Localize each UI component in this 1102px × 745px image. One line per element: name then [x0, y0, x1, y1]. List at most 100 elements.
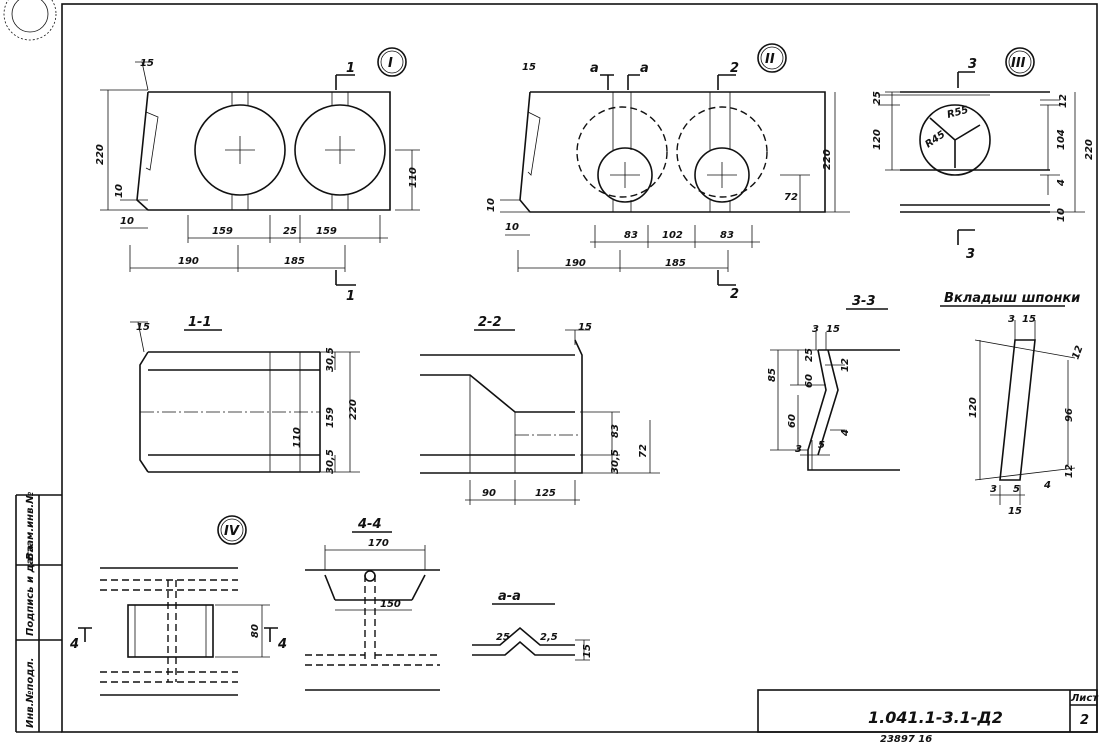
insert-d4: 4 — [1043, 480, 1051, 491]
section-4-4-title: 4-4 — [357, 517, 382, 532]
insert-d120: 120 — [968, 397, 979, 418]
section-3-3-d25: 25 — [804, 348, 815, 362]
view-II-d10a: 10 — [486, 198, 497, 212]
side-table-col1: Инв.№подл. — [25, 658, 36, 728]
view-III-badge — [1005, 47, 1035, 77]
insert-d12a: 12 — [1070, 344, 1085, 361]
view-III-hole — [919, 104, 991, 176]
view-I-h110: 110 — [408, 167, 419, 188]
title-block-footer: 23897 16 — [880, 734, 932, 745]
view-II-h220: 220 — [822, 149, 833, 170]
view-I-w190: 190 — [178, 256, 199, 267]
view-I-cut-bottom: 1 — [346, 289, 355, 304]
view-I-d10b: 10 — [120, 216, 134, 227]
side-table-col2: Подпись и дата — [25, 545, 36, 636]
view-I-w25: 25 — [283, 226, 297, 237]
view-II-w102: 102 — [662, 230, 683, 241]
side-table-col3: Взам.инв.№ — [25, 492, 36, 560]
title-block-code: 1.041.1-3.1-Д2 — [868, 708, 1003, 727]
insert-d12b: 12 — [1064, 464, 1075, 478]
section-2-2-w125: 125 — [535, 488, 556, 499]
section-4-4-d150: 150 — [380, 599, 401, 610]
sheet-frame — [61, 3, 1098, 733]
section-1-1-d110: 110 — [292, 427, 303, 448]
view-I-roman: I — [388, 56, 393, 71]
view-III-h120: 120 — [872, 129, 883, 150]
section-1-1-h220: 220 — [348, 399, 359, 420]
view-III: III 3 3 25 120 R55 R45 12 104 4 10 220 — [872, 47, 1095, 262]
section-2-2-title: 2-2 — [478, 315, 502, 330]
view-II-w83a: 83 — [624, 230, 638, 241]
view-I-h220: 220 — [95, 144, 106, 165]
section-a-a-d15: 15 — [582, 644, 593, 658]
view-III-d104: 104 — [1056, 129, 1067, 150]
view-II: II a a 2 2 15 10 10 83 102 83 190 185 72… — [486, 43, 850, 302]
section-3-3-d3b: 3 — [795, 444, 802, 455]
title-block: 1.041.1-3.1-Д2 Лист 2 23897 16 — [757, 689, 1099, 745]
section-a-a-d25a: 25 — [496, 632, 510, 643]
insert-d3: 3 — [1008, 314, 1015, 325]
section-2-2-d305: 30,5 — [610, 449, 621, 474]
section-1-1: 1-1 15 30,5 159 110 30,5 220 — [130, 315, 360, 474]
section-3-3-d85: 85 — [767, 368, 778, 382]
view-I-w185: 185 — [284, 256, 305, 267]
section-1-1-title: 1-1 — [188, 315, 212, 330]
insert-d15: 15 — [1022, 314, 1036, 325]
section-4-4-d170: 170 — [368, 538, 389, 549]
view-I-badge — [377, 47, 407, 77]
section-3-3-d3: 3 — [812, 324, 819, 335]
section-3-3-title: 3-3 — [852, 294, 876, 309]
view-III-r45: R45 — [923, 129, 947, 150]
view-II-d10b: 10 — [505, 222, 519, 233]
view-IV-roman: IV — [224, 524, 240, 539]
section-a-a: а-а 25 2,5 15 — [472, 589, 593, 661]
view-II-cut-a-right: a — [640, 61, 649, 76]
view-II-hole-1 — [597, 147, 653, 203]
view-IV-cut-right: 4 — [277, 637, 287, 652]
section-2-2-d83: 83 — [610, 424, 621, 438]
view-I-cut-top: 1 — [346, 61, 355, 76]
section-1-1-d30a: 30,5 — [325, 347, 336, 372]
view-IV-d80: 80 — [250, 624, 261, 638]
insert-d96: 96 — [1064, 408, 1075, 422]
view-IV: IV 4 4 80 — [69, 515, 287, 696]
view-I-hole-2 — [294, 104, 386, 196]
view-I-hole-1 — [194, 104, 286, 196]
section-2-2-w90: 90 — [482, 488, 496, 499]
view-II-roman: II — [765, 52, 775, 67]
section-3-3-d12: 12 — [840, 358, 851, 372]
view-II-h72: 72 — [784, 192, 798, 203]
section-2-2: 2-2 15 83 30,5 72 90 125 — [420, 315, 660, 505]
section-3-3-d60b: 60 — [787, 414, 798, 428]
view-I-d10a: 10 — [114, 184, 125, 198]
insert-d5: 5 — [1013, 484, 1020, 495]
view-I-w159b: 159 — [316, 226, 337, 237]
view-II-d15: 15 — [522, 62, 536, 73]
view-IV-cut-left: 4 — [69, 637, 79, 652]
section-insert: Вкладыш шпонки 3 15 12 120 96 12 4 3 5 1… — [940, 291, 1086, 517]
stamp-seal — [3, 0, 57, 41]
view-II-w83b: 83 — [720, 230, 734, 241]
section-3-3: 3-3 3 15 85 25 60 12 60 4 3 5 — [767, 294, 900, 471]
view-III-cut-top: 3 — [968, 57, 977, 72]
section-3-3-d4: 4 — [840, 429, 851, 437]
view-III-d12: 12 — [1058, 94, 1069, 108]
title-block-sheet-label: Лист — [1070, 693, 1099, 704]
view-III-h220: 220 — [1084, 139, 1095, 160]
section-a-a-title: а-а — [498, 589, 521, 604]
title-block-sheet-no: 2 — [1080, 713, 1089, 728]
view-IV-badge — [217, 515, 247, 545]
section-2-2-d15: 15 — [578, 322, 592, 333]
view-II-w185: 185 — [665, 258, 686, 269]
view-I: I 1 1 15 220 10 10 159 25 159 190 185 11… — [95, 47, 420, 304]
view-III-d25: 25 — [872, 91, 883, 105]
view-III-r55: R55 — [946, 105, 970, 121]
side-table: Взам.инв.№ Подпись и дата Инв.№подл. — [16, 492, 62, 732]
insert-d3b: 3 — [990, 484, 997, 495]
view-II-w190: 190 — [565, 258, 586, 269]
insert-title: Вкладыш шпонки — [944, 291, 1080, 306]
view-I-d15: 15 — [140, 58, 154, 69]
section-a-a-d25b: 2,5 — [540, 632, 558, 643]
section-1-1-d159: 159 — [325, 407, 336, 428]
